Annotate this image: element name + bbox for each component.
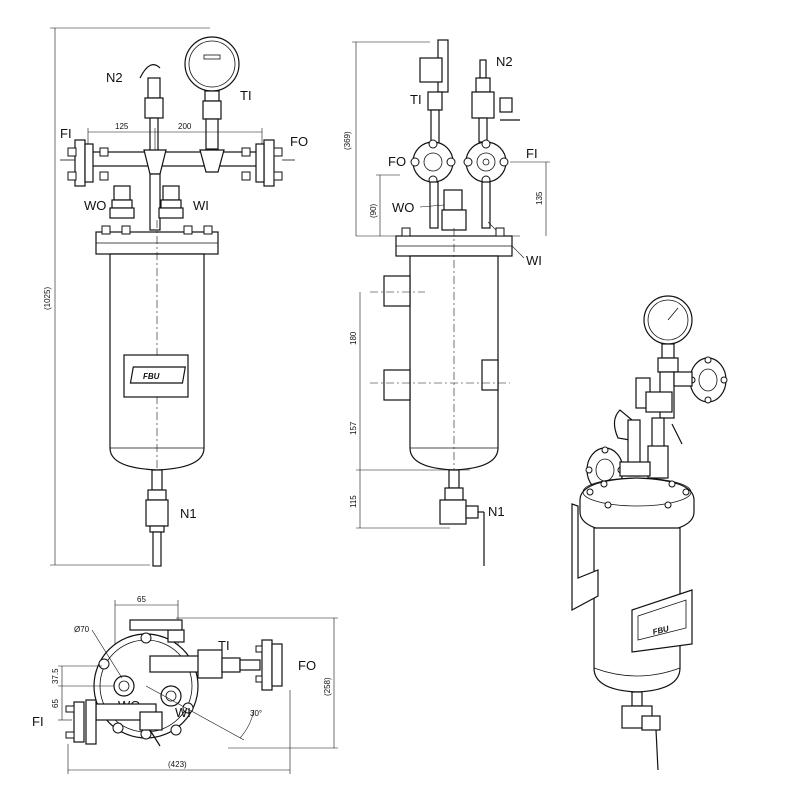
label-n2-front: N2 [106, 70, 123, 85]
label-ti-top: TI [218, 638, 230, 653]
pressure-gauge [184, 36, 240, 92]
dim-90: (90) [369, 203, 378, 218]
label-n1-front: N1 [180, 506, 197, 521]
dim-135: 135 [535, 191, 544, 205]
label-fi-side: FI [526, 146, 538, 161]
dim-369: (369) [343, 131, 352, 150]
label-n1-side: N1 [488, 504, 505, 519]
side-view: (369) (90) 135 TI N2 FO [343, 39, 550, 566]
dim-180: 180 [349, 331, 358, 345]
label-fo-front: FO [290, 134, 308, 149]
logo-iso: FBU [652, 624, 670, 637]
dim-37-5: 37.5 [51, 668, 60, 684]
front-view: (1025) N2 TI 125 200 [43, 27, 308, 567]
dim-65-top: 65 [137, 595, 146, 604]
label-wi-front: WI [193, 198, 209, 213]
dim-200: 200 [178, 122, 192, 131]
top-view: 65 TI FO WO WI FI Ø70 [32, 595, 338, 774]
label-wo-front: WO [84, 198, 106, 213]
dim-115: 115 [349, 495, 358, 508]
dim-1025: (1025) [43, 287, 52, 310]
label-ti-front: TI [240, 88, 252, 103]
label-fi-front: FI [60, 126, 72, 141]
label-fo-top: FO [298, 658, 316, 673]
dim-70: Ø70 [74, 625, 90, 634]
label-wi-top: WI [175, 705, 191, 720]
logo-front: FBU [143, 372, 160, 381]
dim-423: (423) [168, 760, 187, 769]
isometric-view: FBU [571, 295, 728, 771]
label-ti-side: TI [410, 92, 422, 107]
dim-125: 125 [115, 122, 129, 131]
label-fo-side: FO [388, 154, 406, 169]
label-n2-side: N2 [496, 54, 513, 69]
dim-65-left: 65 [51, 699, 60, 708]
label-wi-side: WI [526, 253, 542, 268]
label-wo-side: WO [392, 200, 414, 215]
dim-157: 157 [349, 421, 358, 435]
label-fi-top: FI [32, 714, 44, 729]
dim-258: (258) [323, 677, 332, 696]
dim-30-deg: 30° [250, 709, 262, 718]
